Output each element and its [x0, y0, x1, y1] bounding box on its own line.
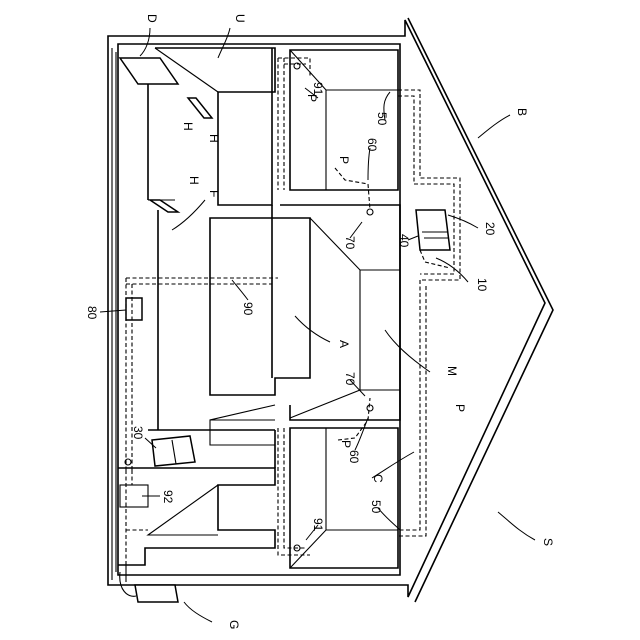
label-50-bottom: 50 — [369, 500, 383, 514]
label-u: U — [233, 14, 247, 23]
diffuser-h-1 — [188, 98, 212, 118]
label-a: A — [337, 340, 351, 348]
leader-lines — [100, 28, 535, 622]
label-d: D — [145, 14, 159, 23]
label-92: 92 — [161, 490, 175, 504]
diffuser-h-2 — [150, 200, 178, 212]
pipe-link-60-top — [335, 168, 370, 210]
upper-room-u — [155, 48, 275, 205]
label-b: B — [515, 108, 529, 116]
duct-d-top — [120, 58, 178, 84]
bottom-right-room-slope — [290, 428, 398, 568]
label-c: C — [371, 474, 385, 483]
label-s: S — [541, 538, 555, 546]
unit-80 — [126, 298, 142, 320]
label-h-3: H — [187, 176, 201, 185]
interior-floor-vertical — [272, 205, 275, 468]
label-50-top: 50 — [375, 112, 389, 126]
label-p-4: P — [339, 440, 353, 448]
ground-tank-g — [135, 585, 178, 602]
label-10: 10 — [475, 278, 489, 292]
label-f: F — [207, 190, 221, 197]
bottom-right-room — [290, 428, 398, 568]
pipe-link-60-bottom — [338, 398, 370, 440]
label-70-top: 70 — [343, 236, 357, 250]
roof-outline-outer — [408, 18, 553, 602]
label-40: 40 — [397, 234, 411, 248]
label-h-1: H — [181, 122, 195, 131]
connector-70-top — [367, 209, 373, 215]
label-91-bottom: 91 — [311, 518, 325, 532]
lower-structure — [118, 468, 275, 565]
label-h-2: H — [207, 134, 221, 143]
central-block-m — [280, 205, 400, 420]
indoor-unit-40 — [416, 210, 450, 250]
label-20: 20 — [483, 222, 497, 236]
pipe-network-lower-left — [278, 428, 310, 555]
pipe-network-right-lower — [398, 280, 426, 536]
label-91-top: 91 — [311, 82, 325, 96]
connector-70-bottom — [367, 405, 373, 411]
pipe-network-upper — [278, 58, 310, 190]
label-g: G — [227, 620, 241, 629]
room-a — [210, 218, 310, 395]
label-60-bottom: 60 — [347, 450, 361, 464]
ground-pipe — [120, 565, 136, 596]
label-80: 80 — [85, 306, 99, 320]
label-90: 90 — [241, 302, 255, 316]
label-60-top: 60 — [365, 138, 379, 152]
label-70-bottom: 70 — [343, 372, 357, 386]
label-p-3: P — [453, 404, 467, 412]
building-wall — [118, 44, 400, 575]
lower-slope — [148, 485, 218, 535]
pipe-link-40 — [420, 250, 450, 268]
label-30: 30 — [131, 426, 145, 440]
label-m: M — [445, 366, 459, 376]
label-p-2: P — [337, 156, 351, 164]
pipe-network-right-upper — [398, 90, 460, 280]
duct-d-pipe — [112, 48, 116, 580]
